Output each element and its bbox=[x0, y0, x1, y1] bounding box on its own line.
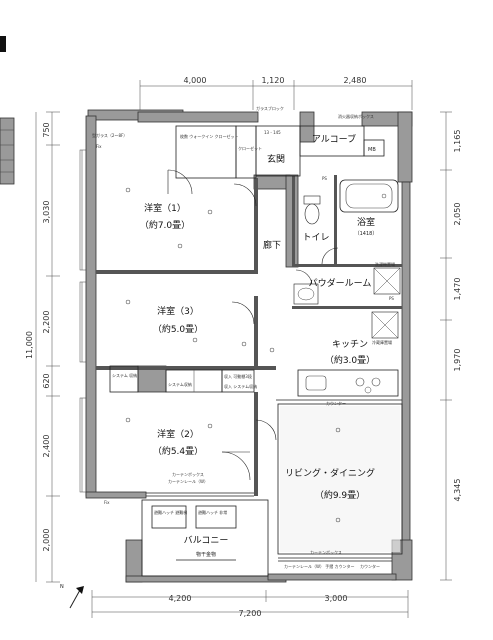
dim-left-3: 2,200 bbox=[42, 311, 51, 334]
room-bath-name: 浴室 bbox=[357, 216, 375, 228]
dimension-lines-left: 750 3,030 2,200 620 2,400 2,000 11,000 bbox=[25, 111, 60, 583]
room-kitchen-name: キッチン bbox=[332, 339, 368, 350]
evacuation-hatches bbox=[151, 505, 237, 529]
room-powder: パウダールーム bbox=[309, 277, 372, 289]
system-storage bbox=[109, 365, 255, 393]
label-curtain-rail1: カーテンレール（W） bbox=[168, 478, 208, 484]
label-ps1: PS bbox=[322, 176, 327, 181]
room-western3-area: （約5.0畳） bbox=[153, 323, 203, 335]
room-toilet: トイレ bbox=[302, 233, 329, 243]
bathtub bbox=[339, 179, 399, 213]
washer-space bbox=[373, 267, 401, 295]
label-glass-top: 型ガラス（2～8F） bbox=[92, 132, 127, 138]
label-counter1: カウンター bbox=[326, 400, 346, 406]
dim-left-6: 2,000 bbox=[42, 529, 51, 552]
label-system-storage1: システム 収納 bbox=[112, 372, 137, 378]
label-washer: 洗濯機置場 bbox=[375, 261, 395, 267]
left-windows bbox=[79, 149, 87, 493]
room-kitchen-area: （約3.0畳） bbox=[325, 354, 375, 366]
dim-bottom-2: 3,000 bbox=[325, 594, 348, 603]
label-curtain-rail2: カーテンレール（W） 手摺 カウンター bbox=[284, 563, 355, 569]
label-fix-top: Fix bbox=[96, 144, 102, 149]
north-label: N bbox=[60, 584, 64, 590]
label-storage-a: 収入 可動棚3段 bbox=[224, 373, 252, 379]
washbasin bbox=[293, 283, 319, 305]
interior-walls bbox=[96, 125, 403, 577]
dim-right-5: 4,345 bbox=[453, 479, 462, 502]
room-alcove: アルコーブ bbox=[312, 133, 356, 145]
laundry-pole-label: 物干金物 bbox=[196, 551, 216, 558]
room-western3-name: 洋室（3） bbox=[157, 305, 199, 317]
room-living-area: （約9.9畳） bbox=[315, 489, 365, 501]
label-system-storage2: システム収納 bbox=[168, 381, 192, 387]
label-closet: クローゼット bbox=[238, 145, 262, 151]
bottom-windows bbox=[146, 492, 392, 562]
label-height-note: 13 - 145 bbox=[264, 130, 281, 135]
dim-left-1: 750 bbox=[42, 122, 51, 137]
label-refrigerator: 冷蔵庫置場 bbox=[372, 339, 392, 345]
dim-left-4: 620 bbox=[42, 373, 51, 388]
room-labels: 洋室（1） （約7.0畳） 洋室（3） （約5.0畳） 洋室（2） （約5.4畳… bbox=[140, 133, 378, 558]
corner-marker bbox=[0, 36, 6, 52]
room-western1-area: （約7.0畳） bbox=[140, 219, 190, 231]
label-walkin: 枚数 ウォークイン クローゼット bbox=[180, 133, 239, 139]
dim-bottom-1: 4,200 bbox=[169, 594, 192, 603]
room-living-name: リビング・ダイニング bbox=[285, 467, 375, 479]
room-entrance: 玄関 bbox=[267, 153, 285, 165]
label-curtain-box2: カーテンボックス bbox=[310, 549, 342, 555]
room-western2-name: 洋室（2） bbox=[157, 428, 199, 440]
dimension-lines-bottom: 4,200 3,000 7,200 bbox=[91, 590, 409, 618]
toilet-fixture bbox=[303, 195, 321, 225]
dim-left-total: 11,000 bbox=[25, 331, 34, 359]
dim-right-3: 1,470 bbox=[453, 278, 462, 301]
north-arrow: N bbox=[60, 584, 84, 609]
kitchen-counter bbox=[297, 369, 399, 397]
room-western1-name: 洋室（1） bbox=[144, 202, 186, 214]
dim-right-4: 1,970 bbox=[453, 349, 462, 372]
label-fix-bottom: Fix bbox=[104, 500, 110, 505]
label-glass-block: ガラスブロック bbox=[256, 105, 284, 111]
room-hallway: 廊下 bbox=[263, 239, 281, 251]
living-floor-texture bbox=[280, 406, 400, 552]
label-counter2: カウンター bbox=[360, 563, 380, 569]
room-bath-size: （1418） bbox=[355, 231, 378, 237]
label-curtain-box1: カーテンボックス bbox=[172, 471, 204, 477]
room-balcony: バルコニー bbox=[184, 535, 229, 546]
dim-left-2: 3,030 bbox=[42, 201, 51, 224]
room-western2-area: （約5.4畳） bbox=[153, 445, 203, 457]
dim-right-1: 1,165 bbox=[453, 130, 462, 153]
dim-top-2: 1,120 bbox=[262, 76, 285, 85]
adjacent-unit-fragment bbox=[0, 117, 15, 185]
dim-left-5: 2,400 bbox=[42, 435, 51, 458]
annotation-labels: 型ガラス（2～8F） Fix ガラスブロック 消火器収納ボックス MB 枚数 ウ… bbox=[92, 105, 395, 569]
refrigerator-space bbox=[371, 311, 399, 339]
label-storage-b: 収入 システム収納 bbox=[224, 383, 257, 389]
label-meter-box: 消火器収納ボックス bbox=[338, 113, 374, 119]
dim-top-3: 2,480 bbox=[344, 76, 367, 85]
label-mb: MB bbox=[368, 147, 376, 153]
exterior-walls bbox=[85, 109, 413, 583]
dim-bottom-total: 7,200 bbox=[239, 609, 262, 618]
dim-right-2: 2,050 bbox=[453, 203, 462, 226]
electrical-symbols bbox=[125, 187, 341, 523]
label-hatch2: 避難ハッチ 非常 bbox=[198, 509, 227, 515]
dimension-lines-top: 4,000 1,120 2,480 bbox=[139, 76, 413, 110]
dimension-lines-right: 1,165 2,050 1,470 1,970 4,345 bbox=[440, 111, 462, 581]
door-swings bbox=[167, 169, 339, 481]
label-hatch1: 避難ハッチ 避難梯 bbox=[154, 509, 187, 515]
dim-top-1: 4,000 bbox=[184, 76, 207, 85]
label-ps2: PS bbox=[389, 296, 394, 301]
